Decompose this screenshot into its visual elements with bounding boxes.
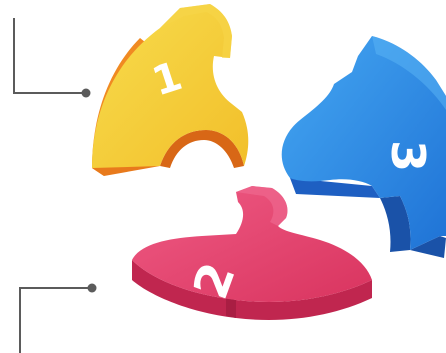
connector-bottom xyxy=(19,283,97,353)
puzzle-piece-2: 2 xyxy=(132,186,372,320)
puzzle-piece-1: 1 xyxy=(92,4,249,176)
puzzle-piece-3: 3 xyxy=(281,36,446,258)
piece-3-number: 3 xyxy=(381,140,435,172)
connector-top xyxy=(13,18,91,98)
